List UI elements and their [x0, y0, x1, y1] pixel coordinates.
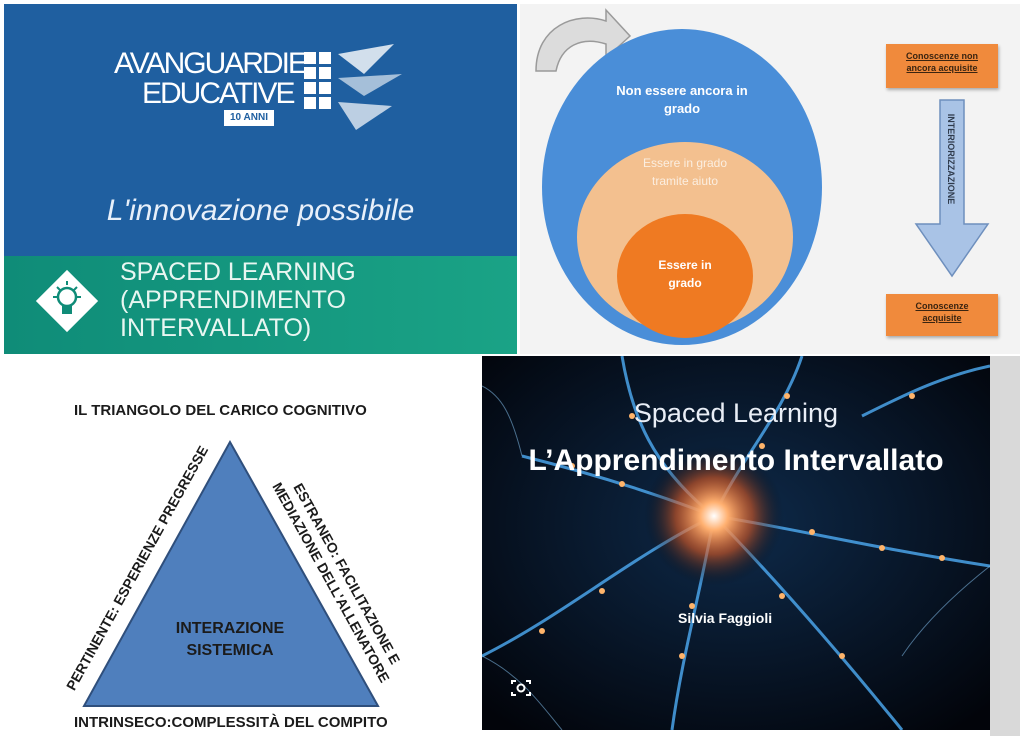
- triangle-center-label: INTERAZIONE SISTEMICA: [175, 620, 285, 659]
- cover-title-line2: L’Apprendimento Intervallato: [528, 444, 944, 477]
- cover-title-line1: Spaced Learning: [633, 398, 839, 428]
- triangle-bottom-side: INTRINSECO:COMPLESSITÀ DEL COMPITO: [74, 714, 388, 731]
- avanguardie-logo: AVANGUARDIE EDUCATIVE: [114, 47, 308, 110]
- neuron-illustration: [482, 356, 990, 730]
- logo-badge: 10 ANNI: [224, 110, 274, 126]
- zone-diagram-panel: Non essere ancora in grado Essere in gra…: [520, 4, 1020, 354]
- arrow-label: INTERIORIZZAZIONE: [946, 113, 956, 205]
- logo-mark-icon: [304, 44, 402, 130]
- middle-circle-label: Essere in grado tramite aiuto: [642, 156, 728, 188]
- inner-circle: [617, 214, 753, 338]
- right-edge-strip: [990, 356, 1020, 736]
- inner-circle-label: Essere in grado: [658, 258, 712, 290]
- down-arrow-icon: [914, 99, 990, 278]
- cognitive-load-triangle-panel: IL TRIANGOLO DEL CARICO COGNITIVO PERTIN…: [4, 360, 478, 740]
- triangle-title: IL TRIANGOLO DEL CARICO COGNITIVO: [74, 402, 367, 419]
- cover-author: Silvia Faggioli: [678, 610, 773, 626]
- avanguardie-panel: AVANGUARDIE EDUCATIVE 10 ANNI L'innovazi…: [4, 4, 517, 354]
- triangle-shape: [82, 439, 380, 707]
- outer-circle-label: Non essere ancora in grado: [616, 83, 748, 116]
- neuron-cover-panel: Spaced Learning L’Apprendimento Interval…: [482, 356, 990, 730]
- band-title: SPACED LEARNING (APPRENDIMENTO INTERVALL…: [120, 258, 356, 342]
- box-knowledge-not-acquired: Conoscenze non ancora acquisite: [886, 44, 998, 88]
- title-band: SPACED LEARNING (APPRENDIMENTO INTERVALL…: [4, 256, 517, 354]
- box-knowledge-acquired: Conoscenze acquisite: [886, 294, 998, 336]
- nested-circles: [542, 29, 990, 345]
- tagline: L'innovazione possibile: [106, 194, 415, 227]
- camera-search-icon[interactable]: [510, 678, 532, 703]
- lightbulb-icon: [32, 266, 102, 336]
